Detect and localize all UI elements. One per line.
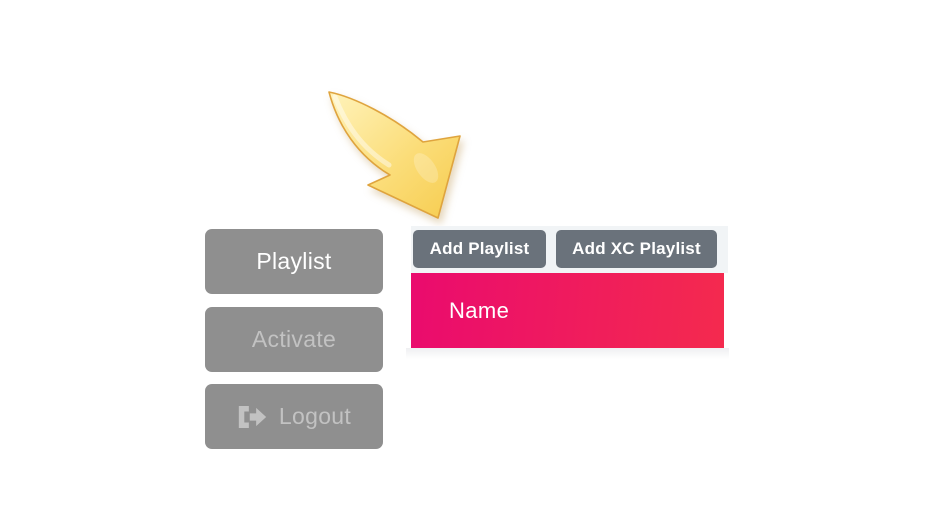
playlist-table-header: Name [411, 273, 724, 348]
sidebar-item-logout[interactable]: Logout [205, 384, 383, 449]
add-xc-playlist-button[interactable]: Add XC Playlist [556, 230, 717, 268]
sidebar-item-logout-label: Logout [278, 403, 352, 429]
sidebar-item-playlist-label: Playlist [256, 248, 332, 274]
add-playlist-button[interactable]: Add Playlist [413, 230, 546, 268]
sidebar-item-activate[interactable]: Activate [205, 307, 383, 372]
curved-down-right-arrow-icon [328, 91, 461, 219]
logout-icon [237, 405, 268, 429]
table-header-shadow [406, 348, 729, 359]
sidebar-item-playlist[interactable]: Playlist [205, 229, 383, 294]
name-column-header: Name [449, 297, 510, 323]
sidebar-item-activate-label: Activate [251, 326, 337, 352]
